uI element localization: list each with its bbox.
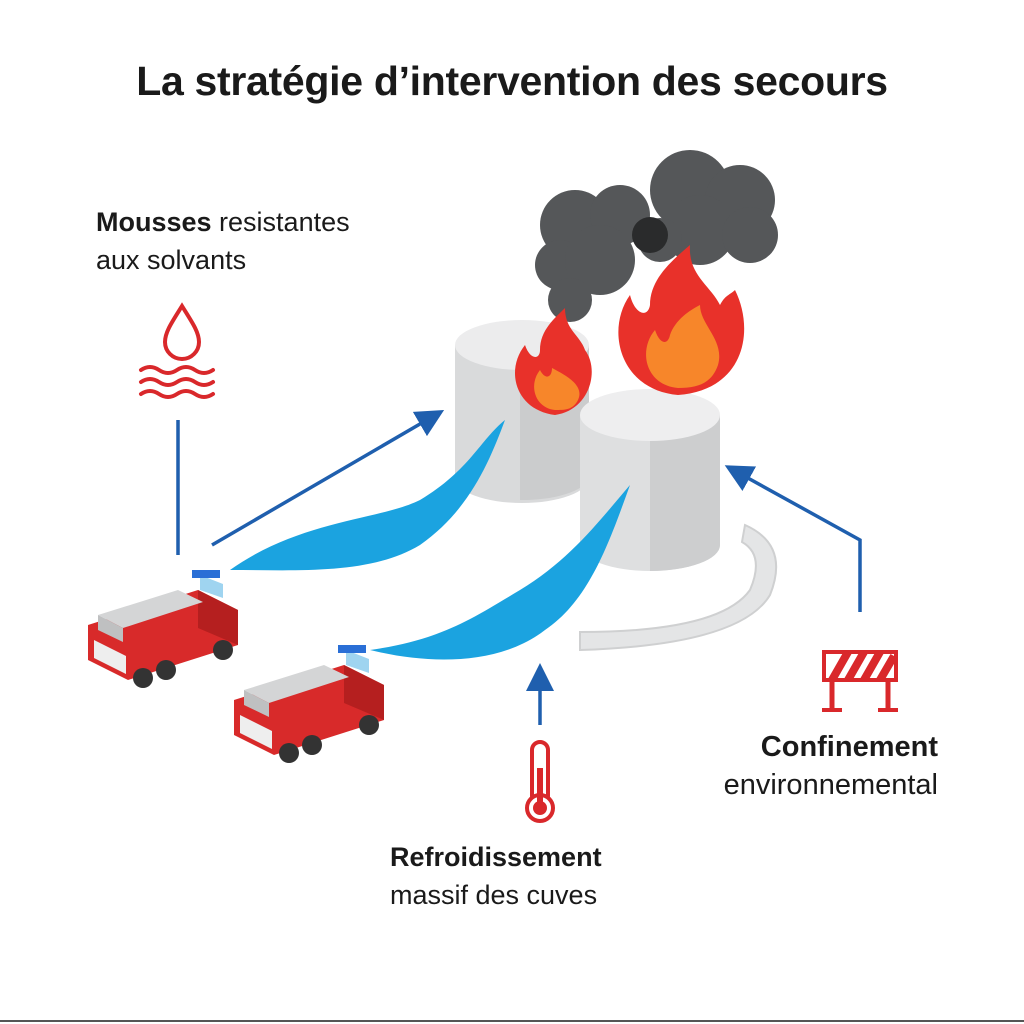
arrow	[211, 409, 445, 547]
cooling-label-line2: massif des cuves	[390, 880, 598, 910]
water-jet	[370, 485, 630, 660]
barrier-icon	[822, 650, 898, 712]
containment-label-bold: Confinement	[760, 731, 938, 763]
storage-tank-icon	[580, 389, 720, 571]
page-title: La stratégie d’intervention des secours	[136, 58, 888, 104]
flame-icon	[515, 308, 592, 415]
arrows	[176, 409, 862, 725]
arrow	[724, 465, 862, 612]
foam-label-line2: aux solvants	[96, 245, 247, 275]
foam-label-bold: Mousses	[96, 207, 212, 237]
water-jet	[230, 420, 505, 571]
containment-label-line2: environnemental	[723, 769, 938, 801]
containment-wall	[579, 523, 778, 652]
thermometer-icon	[525, 740, 555, 823]
fire-truck-icon	[88, 570, 238, 688]
foam-label: Mousses resistantes aux solvants	[96, 203, 350, 279]
cooling-label: Refroidissement massif des cuves	[390, 838, 602, 914]
containment-label: Confinement environnemental	[680, 728, 938, 804]
water-drop-icon	[139, 302, 215, 399]
bottom-divider	[0, 1020, 1024, 1022]
flame-icon	[618, 245, 745, 395]
smoke-icon	[535, 150, 778, 322]
fire-truck-icon	[234, 645, 384, 763]
foam-label-rest: resistantes	[211, 207, 350, 237]
cooling-label-bold: Refroidissement	[390, 842, 602, 872]
